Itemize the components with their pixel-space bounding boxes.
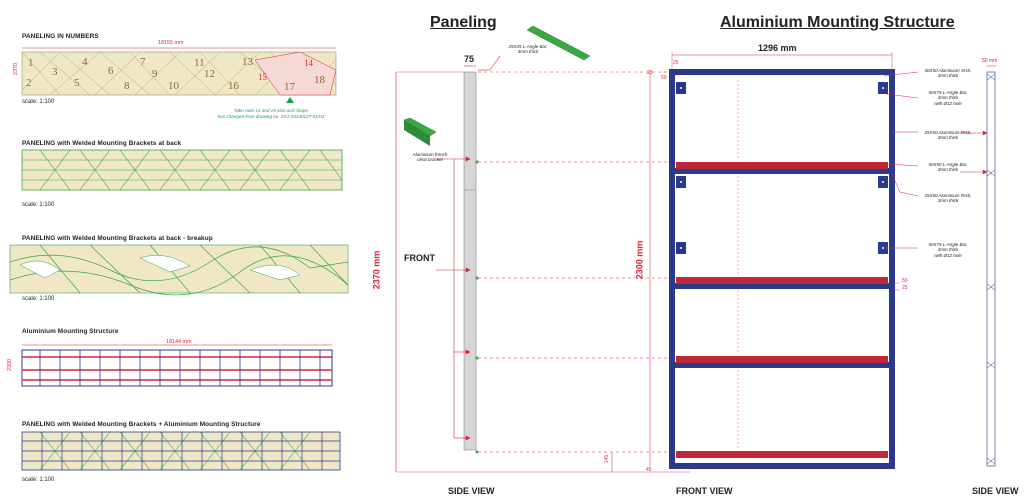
gap-50-dimension: 50	[902, 278, 908, 284]
panel-number-5: 5	[74, 77, 80, 89]
structure-width-label: 1296 mm	[758, 43, 797, 53]
section-title-paneling-numbers: PANELING IN NUMBERS	[22, 33, 99, 40]
front-label: FRONT	[404, 253, 435, 263]
panel-number-3: 3	[52, 66, 58, 78]
panel-number-16: 16	[228, 80, 239, 92]
section-title-breakup: PANELING with Welded Mounting Brackets a…	[22, 235, 213, 242]
panel-number-8: 8	[124, 80, 130, 92]
panel-number-15: 15	[258, 72, 267, 82]
side-width-label: 50 mm	[982, 58, 998, 64]
panel-number-9: 9	[152, 68, 158, 80]
width-dimension: 18144 mm	[166, 339, 192, 345]
scale-label: scale: 1:100	[22, 99, 55, 105]
panel-number-10: 10	[168, 80, 179, 92]
panel-number-2: 2	[26, 77, 32, 89]
panel-number-4: 4	[82, 56, 88, 68]
panel-number-12: 12	[204, 68, 215, 80]
panel-number-13: 13	[242, 56, 253, 68]
corner-dimension: 50	[661, 75, 667, 81]
panel-number-6: 6	[108, 65, 114, 77]
bottom-45-dimension: 45	[646, 467, 652, 473]
rhs-lower-callout: 25X50 Aluminium RHS,3mm thick	[924, 193, 972, 204]
panel-number-18: 18	[314, 74, 325, 86]
paneling-title: Paneling	[430, 14, 497, 31]
section-title-welded-brackets: PANELING with Welded Mounting Brackets a…	[22, 140, 182, 147]
gap-25-dimension: 25	[902, 285, 908, 291]
structure-title: Aluminium Mounting Structure	[720, 14, 955, 31]
panel-number-14: 14	[304, 58, 313, 68]
shs-callout: 50X50 Aluminium SHS,3mm thick	[924, 68, 972, 79]
side-view-label: SIDE VIEW	[448, 486, 495, 496]
section-title-mounting-structure: Aluminium Mounting Structure	[22, 328, 119, 335]
section-title-combined: PANELING with Welded Mounting Brackets +…	[22, 421, 261, 428]
scale-label: scale: 1:100	[22, 202, 55, 208]
l-angle-callout: 50X50 L-Angle Bar,3mm thick	[928, 162, 968, 173]
front-view-label: FRONT VIEW	[676, 486, 733, 496]
angle-bar-callout: 25X25 L-Angle Bar,3mm thick	[508, 44, 548, 55]
top-dimension: 25	[673, 60, 679, 66]
scale-label: scale: 1:100	[22, 296, 55, 302]
panel-width-label: 75	[464, 54, 475, 64]
panel-number-11: 11	[194, 57, 205, 69]
panel-number-1: 1	[28, 57, 34, 69]
scale-label: scale: 1:100	[22, 477, 55, 483]
side-view-2-label: SIDE VIEW	[972, 486, 1019, 496]
panel-number-17: 17	[284, 81, 295, 93]
panel-number-7: 7	[140, 56, 146, 68]
rhs-callout: 25X50 Aluminium RHS,3mm thick	[924, 130, 972, 141]
width-dimension: 18155 mm	[158, 40, 184, 46]
